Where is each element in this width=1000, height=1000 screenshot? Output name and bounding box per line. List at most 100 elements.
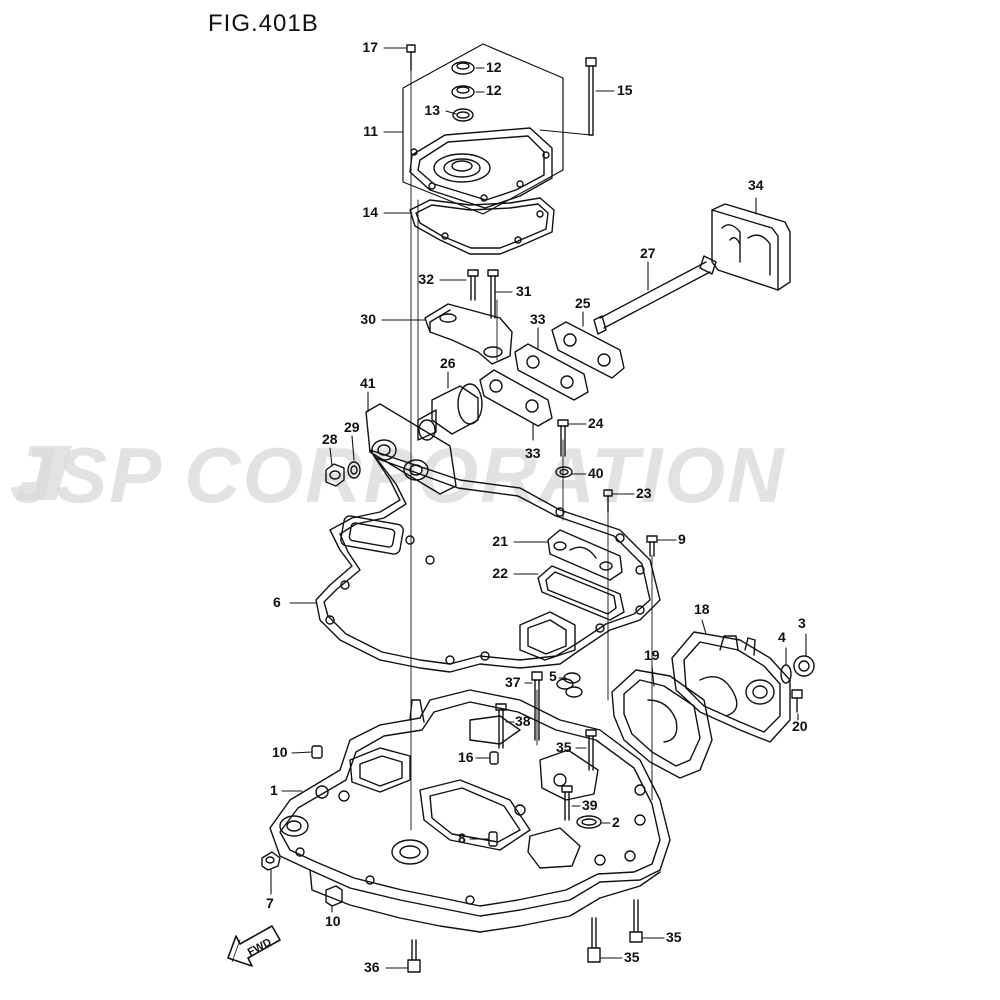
callout-label-38: 38 [515,713,531,729]
callout-leaders [270,47,807,969]
callout-label-7: 7 [266,895,274,911]
gasket-22 [537,565,625,621]
watermark-text: JSP CORPORATION [10,431,786,519]
fwd-arrow: FWD [227,925,281,967]
plug-10-upper [311,745,323,759]
oil-seal-upper [451,61,475,75]
callout-label-24: 24 [588,415,604,431]
callout-label-14: 14 [362,204,378,220]
o-ring-5 [556,672,583,698]
callout-leader-line [291,751,313,754]
dowel-pin-8 [488,831,498,847]
callout-label-15: 15 [617,82,633,98]
callout-label-32: 32 [418,271,434,287]
callout-label-17: 17 [362,39,378,55]
bolt-35-middle [585,729,597,771]
bolt-35-lower-middle [587,917,601,963]
shaft-27 [593,255,717,335]
bolt-32 [467,269,479,301]
bolt-20 [791,689,803,713]
gasket-19 [611,669,713,779]
callout-label-35: 35 [666,929,682,945]
bolt-39 [561,785,573,821]
callout-label-29: 29 [344,419,360,435]
callout-label-34: 34 [748,177,764,193]
plate-33-lower [479,369,553,427]
callout-label-40: 40 [588,465,604,481]
callout-label-10: 10 [272,744,288,760]
callout-label-25: 25 [575,295,591,311]
bolt-24 [557,419,569,457]
callout-label-5: 5 [549,668,557,684]
thermostat-housing-18 [671,631,791,743]
bolt-17 [406,44,416,71]
engine-holder-1 [269,689,671,933]
callout-label-19: 19 [644,647,660,663]
callout-label-4: 4 [778,629,786,645]
callout-label-8: 8 [458,830,466,846]
callout-label-35: 35 [624,949,640,965]
bolt-35-lower-right [629,899,643,943]
washer-29 [347,461,361,479]
callout-label-33: 33 [530,311,546,327]
callout-leader-line [651,665,655,687]
callout-label-9: 9 [678,531,686,547]
plug-10-lower [325,885,343,907]
callout-leader-line [701,619,707,635]
figure-title: FIG.401B [208,10,319,37]
plate-25 [551,321,625,379]
callout-label-35: 35 [556,739,572,755]
callout-leader-line [445,110,457,115]
callout-leader-line [351,435,355,461]
callout-label-22: 22 [492,565,508,581]
callout-label-12: 12 [486,59,502,75]
o-ring-13 [452,108,474,122]
plate-33-upper [514,343,589,401]
callout-label-23: 23 [636,485,652,501]
o-ring-2 [576,815,602,829]
callout-label-6: 6 [273,594,281,610]
bolt-23 [603,489,613,513]
callout-label-13: 13 [424,102,440,118]
callout-label-11: 11 [363,123,378,139]
bolt-31 [487,269,499,319]
callout-label-30: 30 [360,311,376,327]
bolt-7 [261,851,281,871]
callout-label-2: 2 [612,814,620,830]
bolt-9 [646,535,658,557]
callout-label-41: 41 [360,375,376,391]
watermark-logo [16,446,72,500]
callout-label-37: 37 [505,674,521,690]
callout-label-3: 3 [798,615,806,631]
callout-label-20: 20 [792,718,808,734]
callout-label-21: 21 [492,533,508,549]
nut-28 [325,463,345,487]
washer-4 [780,664,792,684]
callout-label-18: 18 [694,601,710,617]
gasket-14 [409,197,555,255]
cover-plate-21 [547,529,623,581]
callout-label-10: 10 [325,913,341,929]
callout-label-39: 39 [582,797,598,813]
upper-cover-housing [402,43,564,215]
bracket-30 [424,303,513,365]
bolt-36 [407,939,421,973]
callout-label-26: 26 [440,355,456,371]
oil-seal-lower [451,85,475,99]
callout-label-31: 31 [516,283,532,299]
callout-label-36: 36 [364,959,380,975]
gasket-6 [315,449,661,673]
cap-3 [793,655,815,677]
callout-label-1: 1 [270,782,278,798]
callout-label-27: 27 [640,245,656,261]
callout-leader-line [329,447,333,467]
callout-label-12: 12 [486,82,502,98]
dowel-pin-16 [489,751,499,765]
callout-label-28: 28 [322,431,338,447]
washer-40 [555,466,573,478]
callout-label-16: 16 [458,749,474,765]
bushing-26 [417,383,483,441]
rubber-mount-34 [711,203,791,291]
